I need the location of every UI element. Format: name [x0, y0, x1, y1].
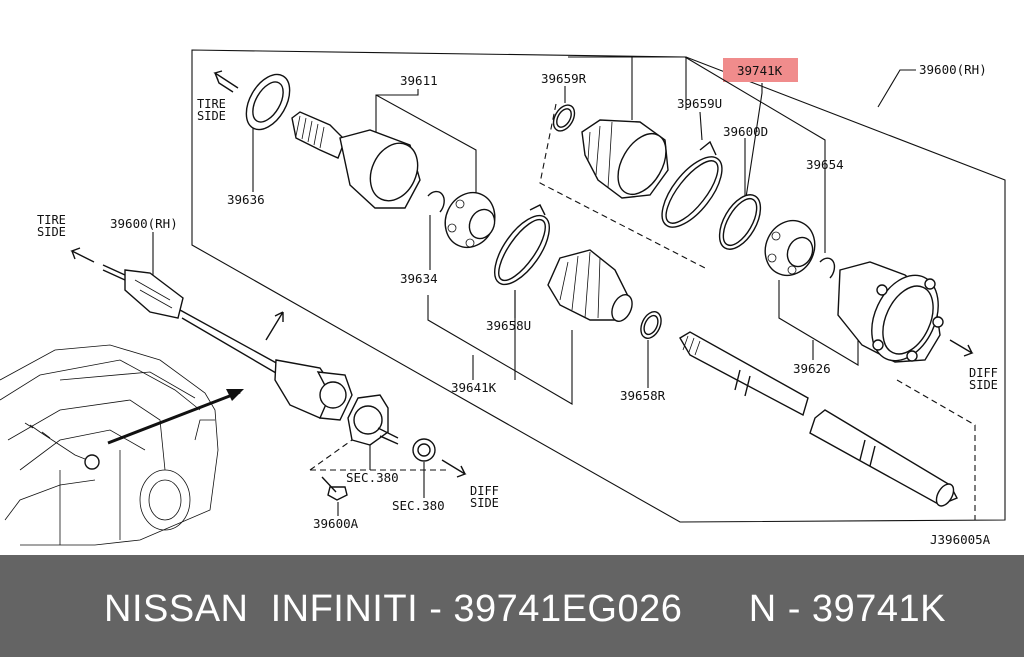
label-39600d: 39600D — [723, 124, 768, 139]
diff-side-arrow-mid — [441, 459, 467, 478]
highlight-39741k — [723, 58, 798, 82]
car-outline — [0, 344, 219, 546]
tripod-bearing — [444, 191, 496, 249]
ring-39741k — [718, 194, 762, 250]
part-number-caption: NISSAN INFINITI - 39741EG026 N - 39741K — [104, 588, 946, 630]
up-arrow — [265, 311, 284, 341]
label-tire-side-top-1: TIRE — [197, 97, 226, 111]
housing-39626 — [837, 261, 944, 363]
label-tire-side-left-2: SIDE — [37, 225, 66, 239]
label-drawing-code: J396005A — [930, 532, 991, 547]
label-39659u: 39659U — [677, 96, 722, 111]
label-39659r: 39659R — [541, 71, 587, 86]
snap-ring-39634 — [427, 190, 445, 213]
label-39600-rh-top: 39600(RH) — [919, 62, 987, 77]
boot-band-39658r — [640, 311, 662, 339]
label-sec380-b: SEC.380 — [392, 498, 445, 513]
label-39741k: 39741K — [737, 63, 783, 78]
inner-race-39654 — [764, 219, 836, 279]
boot-39600d — [581, 119, 669, 199]
parts-diagram: 39741K 39600(RH) 39611 39659R 39659U 396… — [0, 49, 1006, 547]
label-39626: 39626 — [793, 361, 831, 376]
outer-joint-39611 — [291, 111, 421, 209]
label-39611: 39611 — [400, 73, 438, 88]
label-diff-side-mid-2: SIDE — [470, 496, 499, 510]
leader-lines — [152, 56, 916, 516]
tire-side-arrow-left — [70, 247, 95, 263]
label-39634: 39634 — [400, 271, 438, 286]
ring-39659r — [552, 104, 576, 132]
boot-band-39659u — [661, 140, 723, 228]
boot-band-39658u — [494, 204, 550, 286]
subassembly-dashed-frame — [539, 103, 976, 520]
label-diff-side-right-2: SIDE — [969, 378, 998, 392]
label-sec380-a: SEC.380 — [346, 470, 399, 485]
diff-side-arrow-right — [949, 339, 974, 357]
label-39658u: 39658U — [486, 318, 531, 333]
label-39641k: 39641K — [451, 380, 497, 395]
label-tire-side-left-1: TIRE — [37, 213, 66, 227]
car-pointer-arrow — [107, 389, 244, 445]
boot-39641k — [547, 249, 633, 322]
footer-bar: NISSAN INFINITI - 39741EG026 N - 39741K — [0, 555, 1024, 657]
label-diff-side-mid-1: DIFF — [470, 484, 499, 498]
label-39600a: 39600A — [313, 516, 359, 531]
bolt-39600a — [321, 476, 348, 501]
label-39600-rh-left: 39600(RH) — [110, 216, 178, 231]
label-tire-side-top-2: SIDE — [197, 109, 226, 123]
seal-39636 — [245, 73, 291, 131]
label-39658r: 39658R — [620, 388, 666, 403]
label-diff-side-right-1: DIFF — [969, 366, 998, 380]
label-39636: 39636 — [227, 192, 265, 207]
drive-shaft — [679, 331, 958, 507]
diff-flange-small — [347, 394, 436, 462]
small-drive-shaft — [102, 264, 353, 421]
tire-side-arrow-top — [213, 70, 239, 93]
